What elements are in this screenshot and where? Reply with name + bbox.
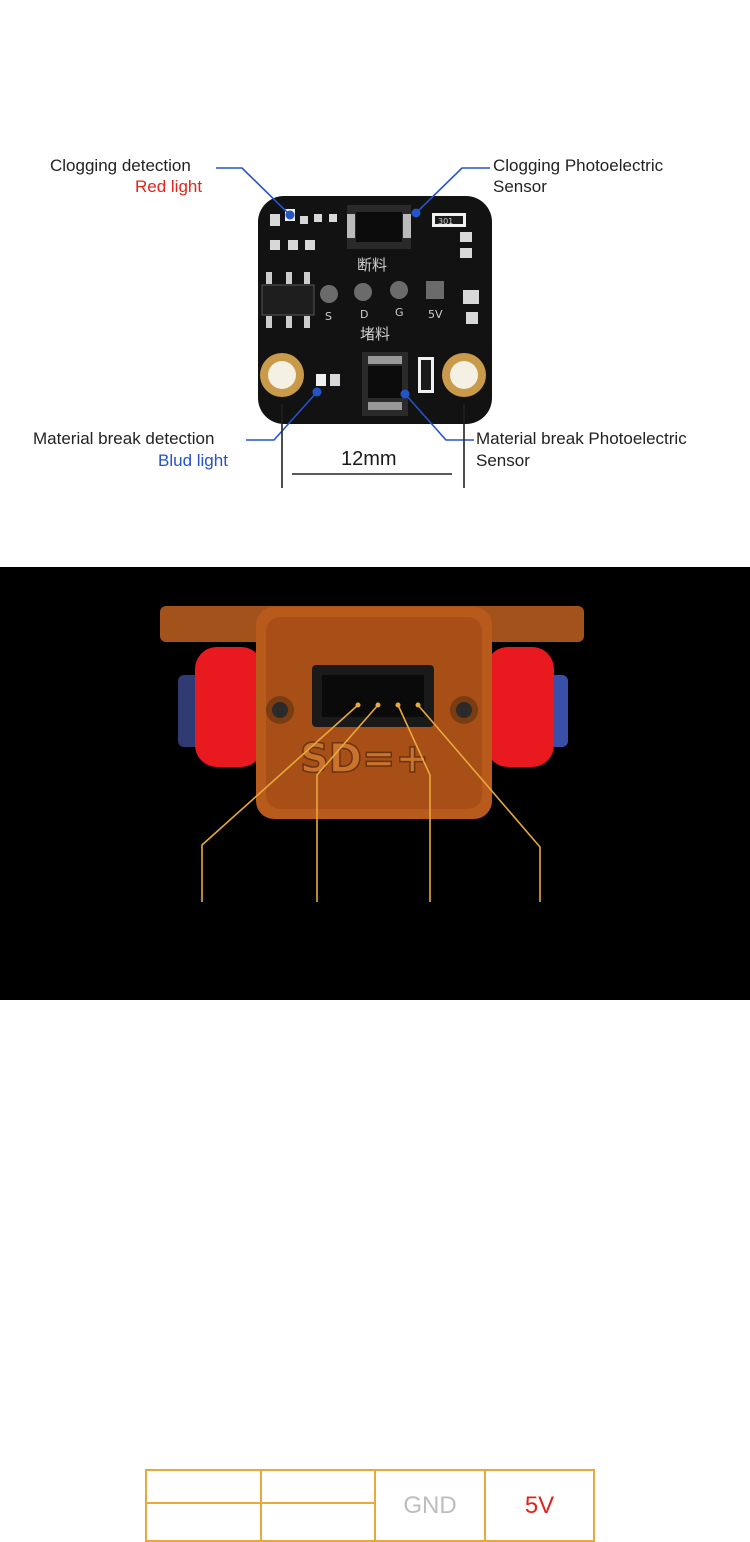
left-tube	[195, 647, 263, 767]
connector-illustration: SD=+	[160, 606, 584, 902]
pcb-pin-d: D	[360, 308, 368, 321]
label-clog-sensor-line1: Clogging Photoelectric	[493, 156, 664, 175]
pcb-pin-g: G	[395, 306, 404, 319]
label-clog-sensor-line2: Sensor	[493, 177, 547, 196]
dimension-label: 12mm	[341, 448, 397, 470]
pinout-table: 堵料检测 Filament motion sensor 断料检测 Filamen…	[145, 1469, 595, 1542]
housing-lettering: SD=+	[300, 736, 429, 782]
pin1-cn-label: 堵料检测	[165, 1477, 242, 1499]
pin-leader-lines	[201, 704, 541, 902]
pin1-cn-cell: 堵料检测	[147, 1471, 262, 1504]
label-break-light: Blud light	[158, 451, 228, 470]
pad-g	[390, 281, 408, 299]
connector-diagram-panel: SD=+ 堵料检测 Filament motion sensor 断料检测 Fi…	[0, 567, 750, 1542]
pad-5v	[426, 281, 444, 299]
pcb-text-break: 断料	[357, 256, 387, 274]
label-clog-light: Red light	[135, 177, 203, 196]
pin4-cell: 5V	[486, 1471, 593, 1540]
label-clog-detection: Clogging detection	[50, 156, 191, 175]
pcb-resistor-code: 301	[438, 217, 453, 226]
pin3-cell: GND	[376, 1471, 486, 1540]
pin2-en-line2: switch sensor	[274, 1523, 362, 1538]
pin2-cn-label: 断料检测	[280, 1477, 356, 1499]
pin1-en-cell: Filament motion sensor	[147, 1504, 262, 1540]
ic-chip	[261, 284, 315, 316]
pin1-en-line2: motion sensor	[158, 1523, 249, 1538]
pin1-en-line1: Filament	[176, 1506, 231, 1521]
left-fitting	[178, 675, 200, 747]
pcb-text-clog: 堵料	[360, 325, 390, 343]
pad-d	[354, 283, 372, 301]
label-break-sensor-line1: Material break Photoelectric	[476, 429, 687, 448]
pcb-pin-5v: 5V	[428, 308, 443, 321]
pad-s	[320, 285, 338, 303]
right-tube	[486, 647, 554, 767]
pin3-gnd-label: GND	[403, 1491, 457, 1519]
label-break-detection: Material break detection	[33, 429, 215, 448]
pcb-illustration: 断料 堵料 S D G 5V 301	[216, 167, 492, 488]
pin4-5v-label: 5V	[524, 1491, 555, 1519]
pin2-cn-cell: 断料检测	[262, 1471, 376, 1504]
pin2-en-cell: Filament switch sensor	[262, 1504, 376, 1540]
label-break-sensor-line2: Sensor	[476, 451, 530, 470]
pcb-pin-s: S	[325, 310, 332, 323]
pin2-en-line1: Filament	[291, 1506, 345, 1521]
sensor-diagram-panel: 断料 堵料 S D G 5V 301 Clogging detection Re…	[0, 0, 750, 567]
